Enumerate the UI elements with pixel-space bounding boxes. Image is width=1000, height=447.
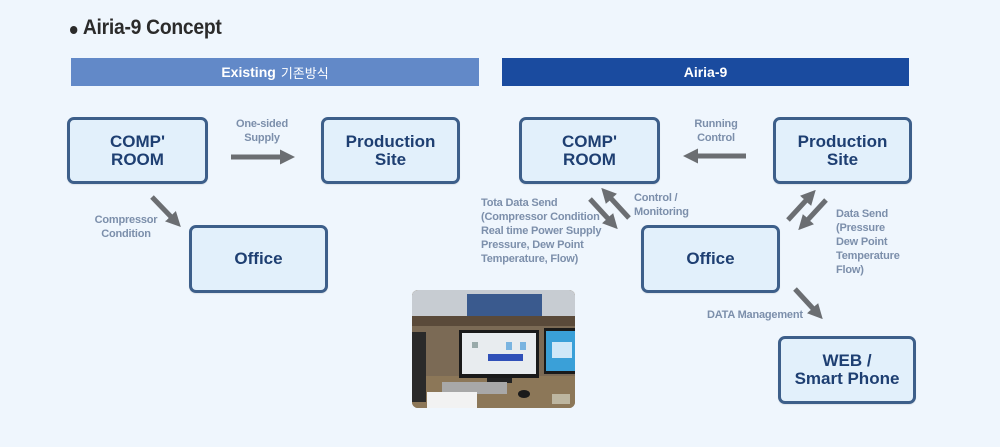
web-smartphone-node: WEB / Smart Phone <box>778 336 916 404</box>
node-label: COMP' ROOM <box>561 131 618 169</box>
airia-office-node: Office <box>641 225 780 293</box>
arrow-control-monitoring <box>601 187 631 220</box>
node-label: WEB / Smart Phone <box>794 351 900 388</box>
title-text: Airia-9 Concept <box>82 16 222 39</box>
data-management-label: DATA Management <box>707 308 807 322</box>
airia-label: Airia-9 <box>683 64 728 80</box>
existing-office-node: Office <box>189 225 328 293</box>
data-send-label: Data Send (Pressure Dew Point Temperatur… <box>836 207 916 277</box>
total-data-send-label: Tota Data Send (Compressor Condition Rea… <box>481 196 611 266</box>
existing-label-korean: 기존방식 <box>280 65 329 81</box>
node-label: Office <box>686 249 735 269</box>
bullet-icon <box>70 25 78 34</box>
arrow-data-send-down <box>798 198 828 231</box>
edge-label: Tota Data Send (Compressor Condition Rea… <box>481 197 602 265</box>
existing-comp-room-node: COMP' ROOM <box>67 117 208 184</box>
page-title: Airia-9 Concept <box>70 16 222 40</box>
node-label: Production Site <box>345 131 436 169</box>
edge-label: Running Control <box>694 118 738 144</box>
existing-header-band: Existing 기존방식 <box>71 58 479 86</box>
one-sided-supply-label: One-sided Supply <box>232 117 292 145</box>
existing-production-site-node: Production Site <box>321 117 460 184</box>
airia-comp-room-node: COMP' ROOM <box>519 117 660 184</box>
edge-label: Control / Monitoring <box>634 192 689 218</box>
arrow-total-data-send <box>588 197 618 230</box>
photo-illustration <box>412 290 575 408</box>
control-room-photo <box>412 290 575 408</box>
node-label: COMP' ROOM <box>109 131 166 169</box>
arrow-data-send-up <box>786 189 816 222</box>
control-monitoring-label: Control / Monitoring <box>634 191 704 219</box>
edge-label: Data Send (Pressure Dew Point Temperatur… <box>836 208 900 276</box>
arrow-compressor-condition <box>150 195 181 228</box>
airia-production-site-node: Production Site <box>773 117 912 184</box>
airia-header-band: Airia-9 <box>502 58 909 86</box>
arrow-data-management <box>793 287 823 320</box>
existing-label: Existing <box>221 64 276 80</box>
node-label: Office <box>234 249 283 269</box>
edge-label: Compressor Condition <box>94 214 158 240</box>
edge-label: DATA Management <box>707 309 803 321</box>
running-control-label: Running Control <box>690 117 742 145</box>
edge-label: One-sided Supply <box>236 118 288 144</box>
node-label: Production Site <box>797 131 888 169</box>
compressor-condition-label: Compressor Condition <box>92 213 160 241</box>
